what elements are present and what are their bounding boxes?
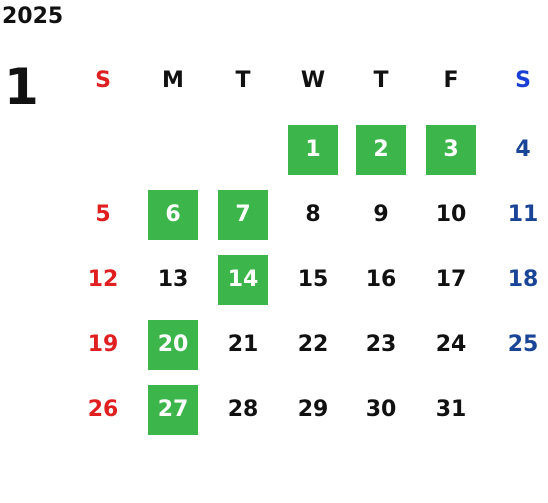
day-cell[interactable]: 16 [365,267,397,292]
day-cell[interactable]: 17 [435,267,467,292]
day-cell[interactable]: 23 [365,332,397,357]
day-cell[interactable]: 19 [87,332,119,357]
weekday-header: S [515,68,531,93]
weekday-header: W [300,68,326,93]
day-cell[interactable]: 13 [157,267,189,292]
day-cell[interactable]: 21 [227,332,259,357]
day-cell[interactable]: 30 [365,397,397,422]
month-number: 1 [4,58,39,116]
year-label: 2025 [2,4,64,29]
day-cell[interactable]: 10 [435,202,467,227]
day-cell-highlighted[interactable]: 2 [356,125,406,175]
weekday-header: S [95,68,111,93]
day-cell[interactable]: 18 [507,267,539,292]
weekday-header: M [162,68,184,93]
day-cell[interactable]: 5 [95,202,111,227]
day-cell-highlighted[interactable]: 6 [148,190,198,240]
day-cell[interactable]: 9 [373,202,389,227]
day-cell-highlighted[interactable]: 14 [218,255,268,305]
day-cell-highlighted[interactable]: 27 [148,385,198,435]
day-cell[interactable]: 24 [435,332,467,357]
day-cell[interactable]: 15 [297,267,329,292]
day-cell[interactable]: 12 [87,267,119,292]
day-cell[interactable]: 11 [507,202,539,227]
day-cell-highlighted[interactable]: 7 [218,190,268,240]
weekday-header: F [443,68,459,93]
weekday-header: T [373,68,389,93]
day-cell-highlighted[interactable]: 20 [148,320,198,370]
day-cell[interactable]: 22 [297,332,329,357]
day-cell[interactable]: 28 [227,397,259,422]
day-cell[interactable]: 4 [515,137,531,162]
day-cell[interactable]: 31 [435,397,467,422]
day-cell[interactable]: 26 [87,397,119,422]
weekday-header: T [235,68,251,93]
day-cell-highlighted[interactable]: 3 [426,125,476,175]
day-cell-highlighted[interactable]: 1 [288,125,338,175]
day-cell[interactable]: 8 [305,202,321,227]
day-cell[interactable]: 29 [297,397,329,422]
day-cell[interactable]: 25 [507,332,539,357]
